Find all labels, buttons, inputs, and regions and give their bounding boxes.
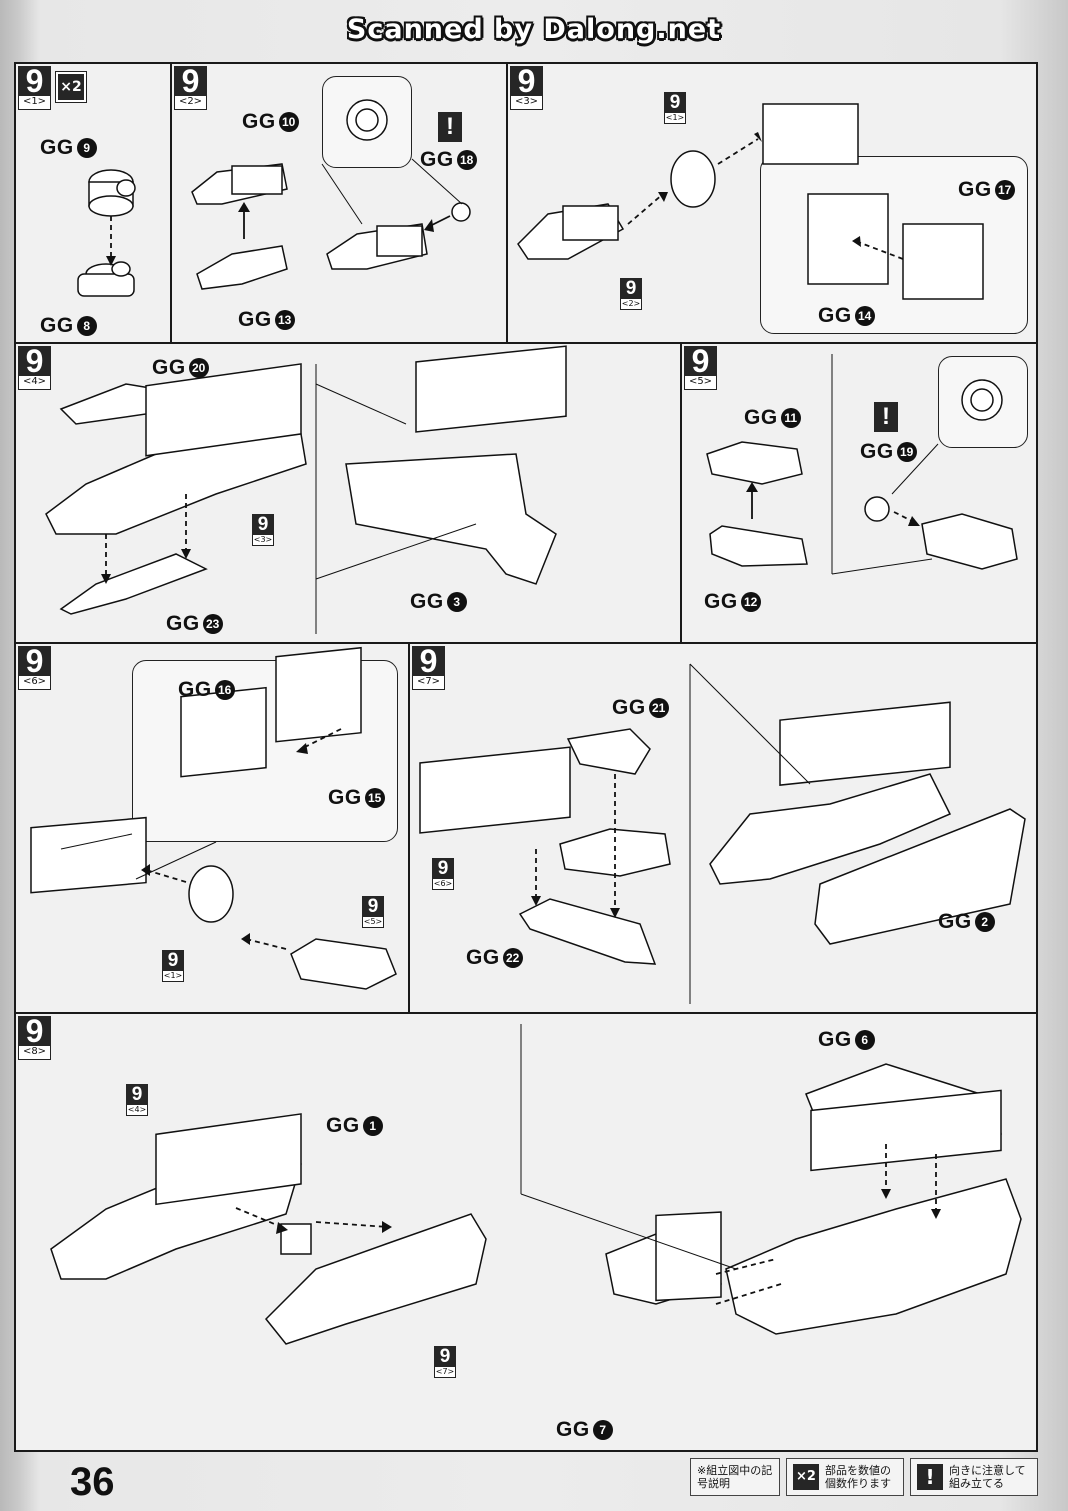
step-number: 9	[18, 645, 51, 677]
step-number-box: 9 <8>	[18, 1015, 51, 1060]
caution-icon: !	[874, 402, 898, 432]
step-substep: <1>	[18, 96, 51, 110]
caution-icon: !	[917, 1464, 943, 1490]
page-number: 36	[70, 1460, 115, 1504]
step-number: 9	[18, 1015, 51, 1047]
step-number-box: 9 <5>	[684, 345, 717, 390]
part-drawing	[706, 354, 1018, 575]
subassembly-ref: 9<2>	[620, 278, 642, 310]
legend-caution: ! 向きに注意して組み立てる	[910, 1458, 1038, 1496]
part-drawing	[50, 1024, 1022, 1345]
step-number: 9	[174, 65, 207, 97]
make-two-icon: ×2	[793, 1464, 819, 1490]
step-number: 9	[18, 65, 51, 97]
step-number-box: 9 <6>	[18, 645, 51, 690]
part-drawing	[517, 103, 984, 300]
part-drawing	[30, 646, 397, 990]
make-two-badge: ×2	[55, 71, 87, 103]
caution-icon: !	[438, 112, 462, 142]
step-number-box: 9 <1>	[18, 65, 51, 110]
legend-caution-text: 向きに注意して組み立てる	[949, 1464, 1026, 1490]
step-substep: <5>	[684, 376, 717, 390]
subassembly-ref: 9<7>	[434, 1346, 456, 1378]
part-drawing	[77, 169, 136, 297]
legend-note-text: ※組立図中の記号説明	[697, 1464, 773, 1490]
step-number-box: 9 <4>	[18, 345, 51, 390]
part-drawing	[45, 345, 567, 634]
step-panel-9-6: 9 <6> 9<5> 9<1>	[14, 642, 410, 1014]
subassembly-ref: 9<4>	[126, 1084, 148, 1116]
step-number: 9	[510, 65, 543, 97]
step-substep: <2>	[174, 96, 207, 110]
legend-x2-text: 部品を数値の個数作ります	[825, 1464, 891, 1490]
step-number: 9	[18, 345, 51, 377]
step-number-box: 9 <3>	[510, 65, 543, 110]
subassembly-ref: 9<3>	[252, 514, 274, 546]
legend-note: ※組立図中の記号説明	[690, 1458, 780, 1496]
subassembly-ref: 9<5>	[362, 896, 384, 928]
step-substep: <4>	[18, 376, 51, 390]
part-drawing	[419, 663, 1026, 1004]
step-number-box: 9 <7>	[412, 645, 445, 690]
part-drawing	[191, 99, 471, 290]
step-substep: <3>	[510, 96, 543, 110]
step-number: 9	[684, 345, 717, 377]
subassembly-ref: 9<1>	[162, 950, 184, 982]
legend-x2: ×2 部品を数値の個数作ります	[786, 1458, 904, 1496]
step-panel-9-8: 9 <8>	[14, 1012, 1038, 1452]
step-number-box: 9 <2>	[174, 65, 207, 110]
step-substep: <6>	[18, 676, 51, 690]
subassembly-ref: 9<6>	[432, 858, 454, 890]
step-substep: <7>	[412, 676, 445, 690]
scan-watermark: Scanned by Dalong.net	[346, 14, 722, 45]
subassembly-ref: 9<1>	[664, 92, 686, 124]
step-number: 9	[412, 645, 445, 677]
step-substep: <8>	[18, 1046, 51, 1060]
